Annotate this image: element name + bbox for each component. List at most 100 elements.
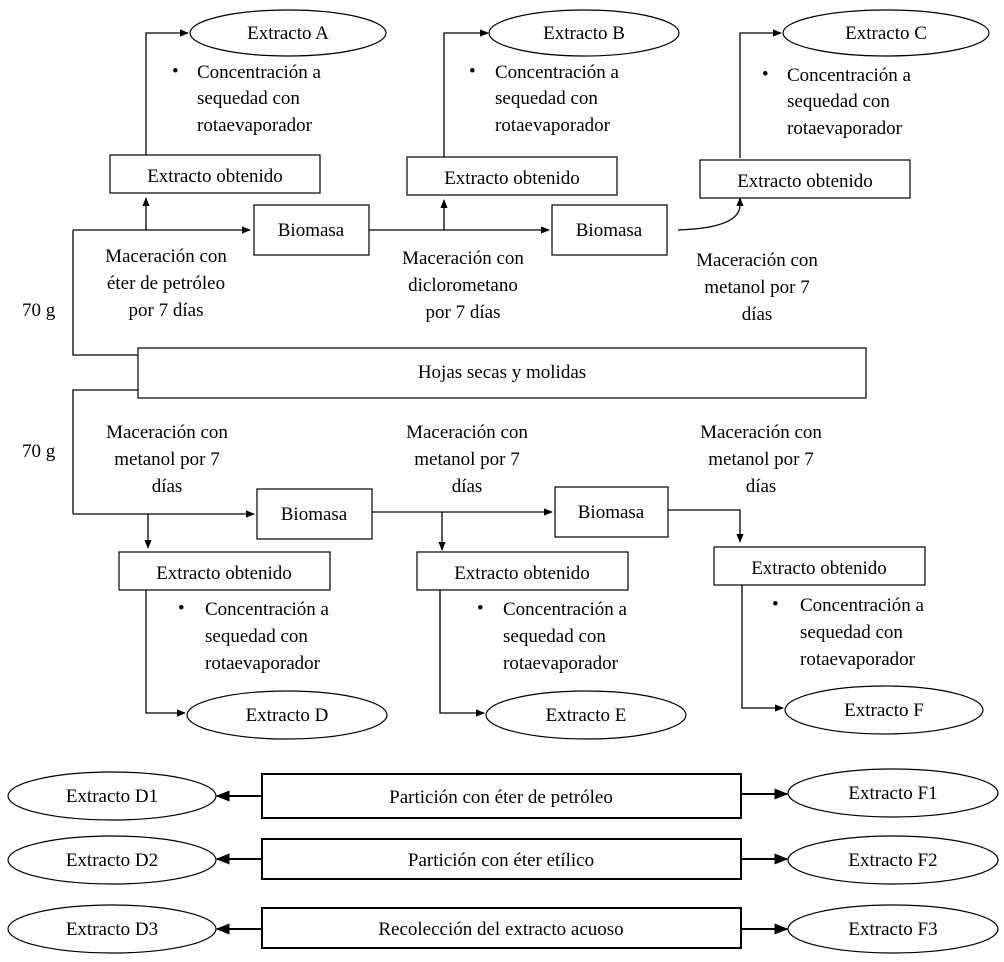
bottom-concentration-1: • Concentración a sequedad con rotaevapo… [178, 598, 330, 674]
svg-text:Maceración con: Maceración con [700, 422, 822, 443]
svg-text:Concentración a: Concentración a [787, 65, 912, 86]
svg-text:Extracto obtenido: Extracto obtenido [454, 563, 590, 584]
svg-text:sequedad con: sequedad con [800, 622, 903, 643]
svg-text:Concentración a: Concentración a [503, 599, 628, 620]
arrow-to-extract-a [145, 29, 189, 155]
svg-text:Extracto A: Extracto A [247, 23, 329, 44]
partition-1-label: Partición con éter de petróleo [389, 787, 613, 808]
svg-text:sequedad con: sequedad con [787, 91, 890, 112]
arrow-to-extract-d [145, 590, 186, 717]
bullet-icon: • [762, 64, 769, 85]
extract-d: Extracto D [186, 690, 388, 740]
extract-f: Extracto F [784, 685, 984, 735]
svg-text:Extracto obtenido: Extracto obtenido [751, 558, 887, 579]
svg-text:Extracto F: Extracto F [844, 700, 924, 721]
bottom-step-1-label: Maceración con metanol por 7 días [106, 422, 228, 497]
svg-text:Extracto D: Extracto D [246, 705, 329, 726]
svg-text:metanol por 7: metanol por 7 [708, 449, 814, 470]
extract-d3-label: Extracto D3 [66, 919, 158, 940]
extract-d1-label: Extracto D1 [66, 786, 158, 807]
partition-3-label: Recolección del extracto acuoso [378, 919, 623, 940]
svg-text:rotaevaporador: rotaevaporador [787, 118, 903, 139]
extract-f3-label: Extracto F3 [848, 919, 937, 940]
line-source-to-top [72, 230, 138, 356]
bullet-icon: • [477, 598, 484, 619]
top-concentration-1: • Concentración a sequedad con rotaevapo… [172, 61, 322, 136]
svg-text:Maceración con: Maceración con [696, 250, 818, 271]
svg-text:Maceración con: Maceración con [402, 248, 524, 269]
top-step-2-label: Maceración con diclorometano por 7 días [402, 248, 524, 323]
partition-2-label: Partición con éter etílico [408, 850, 594, 871]
svg-text:metanol por 7: metanol por 7 [414, 449, 520, 470]
mass-top-label: 70 g [22, 300, 56, 321]
svg-text:Biomasa: Biomasa [281, 504, 348, 525]
svg-text:rotaevaporador: rotaevaporador [495, 115, 611, 136]
arrow-to-extract-f [741, 585, 784, 712]
svg-text:días: días [742, 304, 773, 325]
arrow-to-extract-e [439, 590, 485, 717]
top-obtained-3: Extracto obtenido [699, 159, 911, 199]
arrow-to-extract-c [739, 29, 782, 158]
arrow-to-obtained-top-3 [677, 197, 744, 231]
svg-text:por 7 días: por 7 días [129, 300, 204, 321]
extract-b: Extracto B [488, 9, 680, 57]
svg-text:Maceración con: Maceración con [406, 422, 528, 443]
arrow-to-obtained-bottom-3 [668, 509, 744, 543]
svg-text:metanol por 7: metanol por 7 [114, 449, 220, 470]
top-biomass-2: Biomasa [551, 204, 668, 256]
bottom-concentration-2: • Concentración a sequedad con rotaevapo… [477, 598, 628, 674]
svg-text:días: días [746, 476, 777, 497]
extract-e: Extracto E [485, 690, 687, 740]
svg-text:Extracto B: Extracto B [543, 23, 625, 44]
bottom-concentration-3: • Concentración a sequedad con rotaevapo… [772, 594, 925, 670]
top-step-1-label: Maceración con éter de petróleo por 7 dí… [105, 246, 227, 321]
partition-row-1: Extracto D1 Partición con éter de petról… [7, 768, 999, 821]
bullet-icon: • [178, 598, 185, 619]
extract-c: Extracto C [782, 9, 990, 57]
svg-text:rotaevaporador: rotaevaporador [205, 653, 321, 674]
svg-text:Concentración a: Concentración a [800, 595, 925, 616]
svg-text:sequedad con: sequedad con [495, 88, 598, 109]
extract-a: Extracto A [189, 9, 387, 57]
source-label: Hojas secas y molidas [418, 362, 586, 383]
svg-text:éter de petróleo: éter de petróleo [107, 273, 225, 294]
top-step-3-label: Maceración con metanol por 7 días [696, 250, 818, 325]
svg-text:diclorometano: diclorometano [408, 275, 518, 296]
bottom-biomass-2: Biomasa [554, 486, 669, 538]
svg-text:Concentración a: Concentración a [197, 62, 322, 83]
partition-row-2: Extracto D2 Partición con éter etílico E… [7, 835, 999, 885]
line-source-to-bottom [72, 389, 138, 514]
bullet-icon: • [772, 594, 779, 615]
bottom-obtained-2: Extracto obtenido [416, 551, 629, 591]
arrow-to-extract-b [443, 29, 489, 157]
svg-text:sequedad con: sequedad con [197, 88, 300, 109]
svg-text:Extracto obtenido: Extracto obtenido [737, 171, 873, 192]
partition-row-3: Extracto D3 Recolección del extracto acu… [7, 904, 999, 954]
top-biomass-1: Biomasa [253, 204, 370, 256]
svg-text:sequedad con: sequedad con [503, 626, 606, 647]
svg-text:Maceración con: Maceración con [105, 246, 227, 267]
bottom-step-3-label: Maceración con metanol por 7 días [700, 422, 822, 497]
top-concentration-2: • Concentración a sequedad con rotaevapo… [469, 61, 620, 136]
source-node: Hojas secas y molidas [137, 347, 867, 399]
svg-text:sequedad con: sequedad con [205, 626, 308, 647]
top-obtained-2: Extracto obtenido [406, 156, 618, 196]
svg-text:Extracto obtenido: Extracto obtenido [156, 563, 292, 584]
bottom-biomass-1: Biomasa [256, 488, 373, 540]
extract-f1-label: Extracto F1 [848, 783, 937, 804]
top-obtained-1: Extracto obtenido [109, 154, 321, 194]
svg-text:Concentración a: Concentración a [495, 62, 620, 83]
extract-d2-label: Extracto D2 [66, 850, 158, 871]
svg-text:por 7 días: por 7 días [426, 302, 501, 323]
svg-text:Extracto obtenido: Extracto obtenido [147, 166, 283, 187]
extract-f2-label: Extracto F2 [848, 850, 937, 871]
bottom-obtained-3: Extracto obtenido [713, 546, 926, 586]
bullet-icon: • [469, 61, 476, 82]
mass-bottom-label: 70 g [22, 441, 56, 462]
svg-text:días: días [152, 476, 183, 497]
bottom-obtained-1: Extracto obtenido [118, 551, 331, 591]
bottom-step-2-label: Maceración con metanol por 7 días [406, 422, 528, 497]
svg-text:Extracto C: Extracto C [845, 23, 927, 44]
svg-text:Concentración a: Concentración a [205, 599, 330, 620]
